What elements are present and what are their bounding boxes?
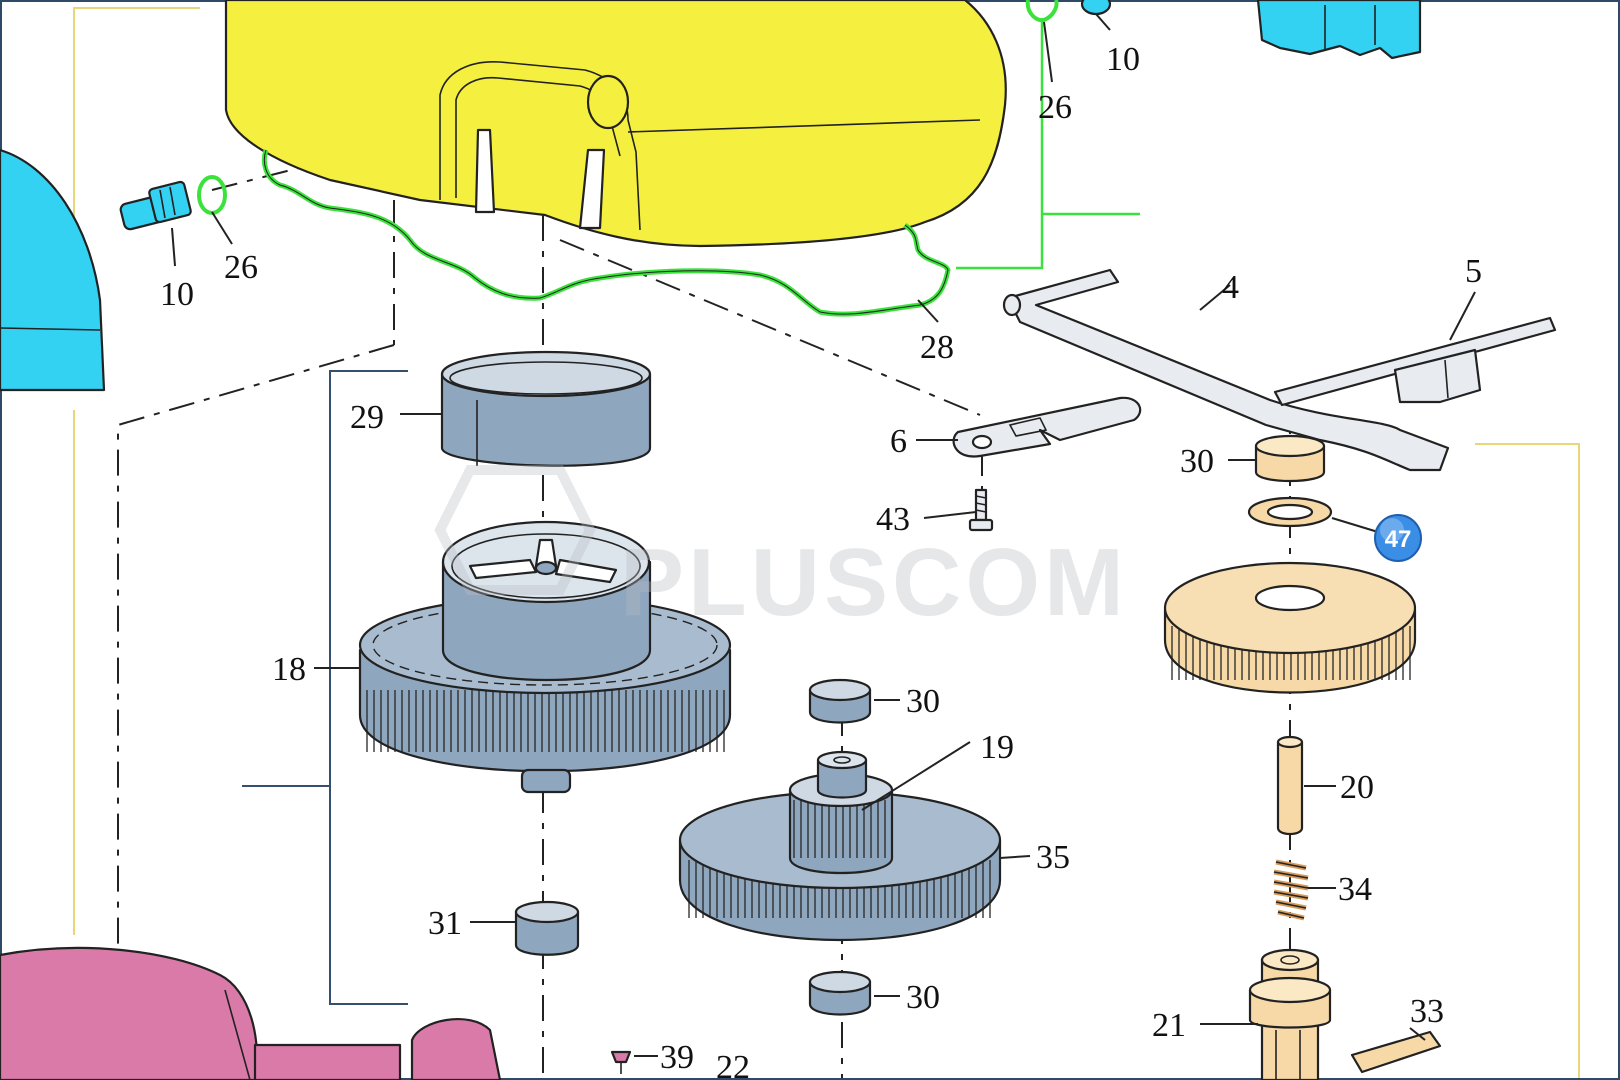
callout-20: 20 bbox=[1340, 769, 1374, 806]
callout-43: 43 bbox=[876, 501, 910, 538]
callout-30-right: 30 bbox=[1180, 443, 1214, 480]
callout-5: 5 bbox=[1465, 253, 1482, 290]
oring-26-left bbox=[197, 175, 227, 215]
callout-10-top: 10 bbox=[1106, 41, 1140, 78]
callout-26-top: 26 bbox=[1038, 89, 1072, 126]
callout-30-mid-bottom: 30 bbox=[906, 979, 940, 1016]
bracket-frame-18 bbox=[242, 370, 408, 1005]
callout-4: 4 bbox=[1222, 269, 1239, 306]
callout-10-left: 10 bbox=[160, 276, 194, 313]
watermark-text: PLUSCOM bbox=[620, 529, 1128, 636]
guide-lines bbox=[73, 7, 1580, 1078]
callout-33: 33 bbox=[1410, 993, 1444, 1030]
ring-29 bbox=[440, 350, 652, 467]
washer-47 bbox=[1247, 496, 1333, 528]
callout-28: 28 bbox=[920, 329, 954, 366]
plug-10-left bbox=[119, 180, 192, 231]
spring-34 bbox=[1273, 859, 1309, 921]
badge-47: 47 bbox=[1374, 514, 1422, 562]
gear-35 bbox=[678, 790, 1002, 942]
callout-35: 35 bbox=[1036, 839, 1070, 876]
cyan-housing-left bbox=[0, 148, 106, 392]
callout-39: 39 bbox=[660, 1039, 694, 1076]
part-39 bbox=[610, 1050, 632, 1074]
callout-labels: 10 26 10 26 28 29 4 5 6 43 30 18 30 19 2… bbox=[160, 41, 1482, 1080]
magenta-motor bbox=[0, 946, 502, 1080]
bushing-31 bbox=[514, 900, 580, 956]
callout-29: 29 bbox=[350, 399, 384, 436]
leader-lines bbox=[171, 13, 1476, 1057]
watermark: PLUSCOM bbox=[434, 465, 1128, 636]
bushing-30-mid-top bbox=[808, 678, 872, 724]
callout-6: 6 bbox=[890, 423, 907, 460]
shaft-5 bbox=[1273, 316, 1557, 407]
screw-43 bbox=[968, 488, 994, 532]
rod-33 bbox=[1350, 1030, 1442, 1074]
plug-10-top bbox=[1080, 0, 1112, 16]
callout-34: 34 bbox=[1338, 871, 1372, 908]
badge-47-text: 47 bbox=[1385, 526, 1412, 553]
callout-18: 18 bbox=[272, 651, 306, 688]
plate-6 bbox=[952, 396, 1142, 458]
callout-21: 21 bbox=[1152, 1007, 1186, 1044]
gear-tan bbox=[1163, 561, 1417, 694]
callout-26-left: 26 bbox=[224, 249, 258, 286]
callout-19: 19 bbox=[980, 729, 1014, 766]
cyan-part-top-right bbox=[1256, 0, 1422, 60]
bushing-30-mid-bottom bbox=[808, 970, 872, 1016]
pin-20 bbox=[1276, 735, 1304, 836]
bushing-30-right bbox=[1254, 434, 1326, 483]
gear-18 bbox=[358, 520, 732, 794]
oring-26-top bbox=[1025, 0, 1059, 23]
part-21 bbox=[1248, 948, 1332, 1080]
callout-22: 22 bbox=[716, 1049, 750, 1080]
callout-31: 31 bbox=[428, 905, 462, 942]
yellow-cover bbox=[224, 0, 1007, 248]
pinion-19 bbox=[788, 750, 894, 875]
gasket-bracket bbox=[956, 18, 1044, 270]
callout-30-mid-top: 30 bbox=[906, 683, 940, 720]
